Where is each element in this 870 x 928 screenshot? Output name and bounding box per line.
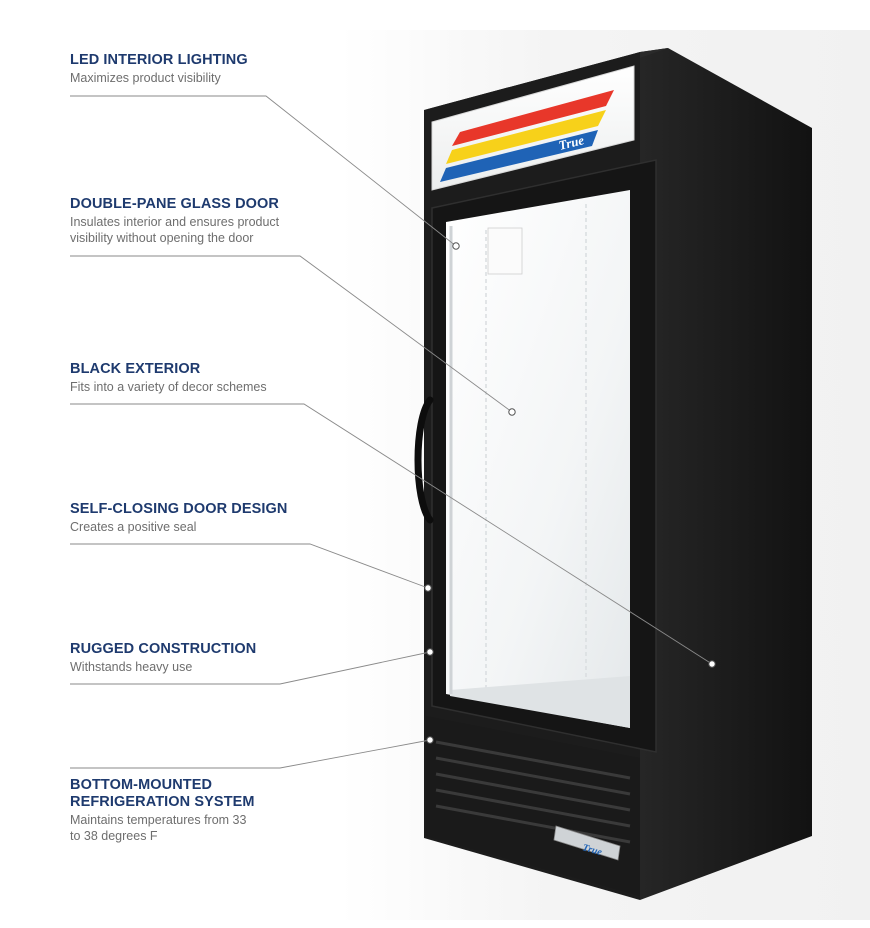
feature-title: DOUBLE-PANE GLASS DOOR	[70, 196, 279, 212]
feature-description: Creates a positive seal	[70, 520, 197, 534]
feature-glass-door: DOUBLE-PANE GLASS DOOR Insulates interio…	[70, 196, 350, 246]
sign-logo: True	[557, 132, 586, 153]
callout-dot-exterior	[708, 660, 716, 668]
glass-pane	[446, 190, 630, 728]
callout-dot-self-closing	[424, 584, 432, 592]
feature-refrigeration: BOTTOM-MOUNTED REFRIGERATION SYSTEM Main…	[70, 777, 350, 844]
grille-badge-logo: True	[581, 842, 603, 858]
feature-self-closing: SELF-CLOSING DOOR DESIGN Creates a posit…	[70, 501, 350, 535]
feature-rugged-construction: RUGGED CONSTRUCTION Withstands heavy use	[70, 641, 350, 675]
leader-lines	[70, 95, 713, 769]
feature-black-exterior: BLACK EXTERIOR Fits into a variety of de…	[70, 361, 350, 395]
feature-title: LED INTERIOR LIGHTING	[70, 52, 248, 68]
grille-badge	[553, 825, 621, 861]
feature-description: Fits into a variety of decor schemes	[70, 380, 267, 394]
feature-title-line-1: BOTTOM-MOUNTED	[70, 777, 213, 793]
feature-description: Withstands heavy use	[70, 660, 193, 674]
feature-description-line-2: visibility without opening the door	[70, 231, 254, 245]
cabinet-side	[640, 48, 812, 900]
feature-title: RUGGED CONSTRUCTION	[70, 641, 257, 657]
feature-title-line-2: REFRIGERATION SYSTEM	[70, 794, 255, 810]
callout-dot-construction	[426, 648, 434, 656]
callout-dot-glass	[508, 408, 516, 416]
feature-description-line-2: to 38 degrees F	[70, 829, 158, 843]
feature-description-line-1: Insulates interior and ensures product	[70, 215, 280, 229]
feature-led-lighting: LED INTERIOR LIGHTING Maximizes product …	[70, 52, 350, 86]
feature-description-line-1: Maintains temperatures from 33	[70, 813, 247, 827]
sign-stripe-blue	[440, 130, 598, 182]
grille-louvers	[435, 740, 631, 844]
door-handle	[414, 396, 434, 524]
callout-dot-refrigeration	[426, 736, 434, 744]
callout-dots	[424, 242, 716, 744]
sign-stripe-yellow	[446, 110, 606, 164]
feature-title: SELF-CLOSING DOOR DESIGN	[70, 501, 288, 517]
refrigeration-grille	[426, 716, 640, 896]
feature-description: Maximizes product visibility	[70, 71, 221, 85]
callout-dot-led	[452, 242, 460, 250]
sign-stripe-red	[452, 90, 614, 146]
feature-title: BLACK EXTERIOR	[70, 361, 201, 377]
